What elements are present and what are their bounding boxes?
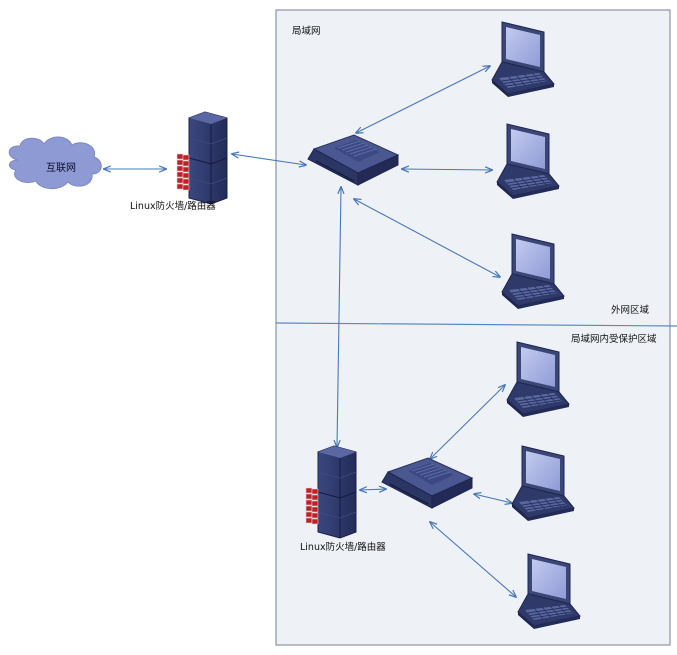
link-switch2-laptop-5 [474,494,512,503]
link-switch2-laptop-6 [430,522,516,597]
link-switch-laptop-3 [354,199,500,277]
link-switch-laptop-1 [356,66,490,133]
server-tower-icon [176,111,228,205]
firewall-top-label: Linux防火墙/路由器 [130,201,216,212]
protected-zone-label: 局域网内受保护区域 [571,334,657,345]
outer-zone-label: 外网区域 [611,305,650,316]
cloud-icon [8,136,102,190]
link-switch2-laptop-4 [430,385,505,459]
connectors [104,66,516,597]
lan-label: 局域网 [292,26,321,37]
link-firewall-switch [232,154,306,165]
link-switch-firewall2 [337,187,341,447]
firewall-bottom-label: Linux防火墙/路由器 [300,542,386,553]
link-firewall2-switch2 [360,489,386,490]
link-switch-laptop-2 [402,169,492,170]
internet-label: 互联网 [46,163,76,174]
